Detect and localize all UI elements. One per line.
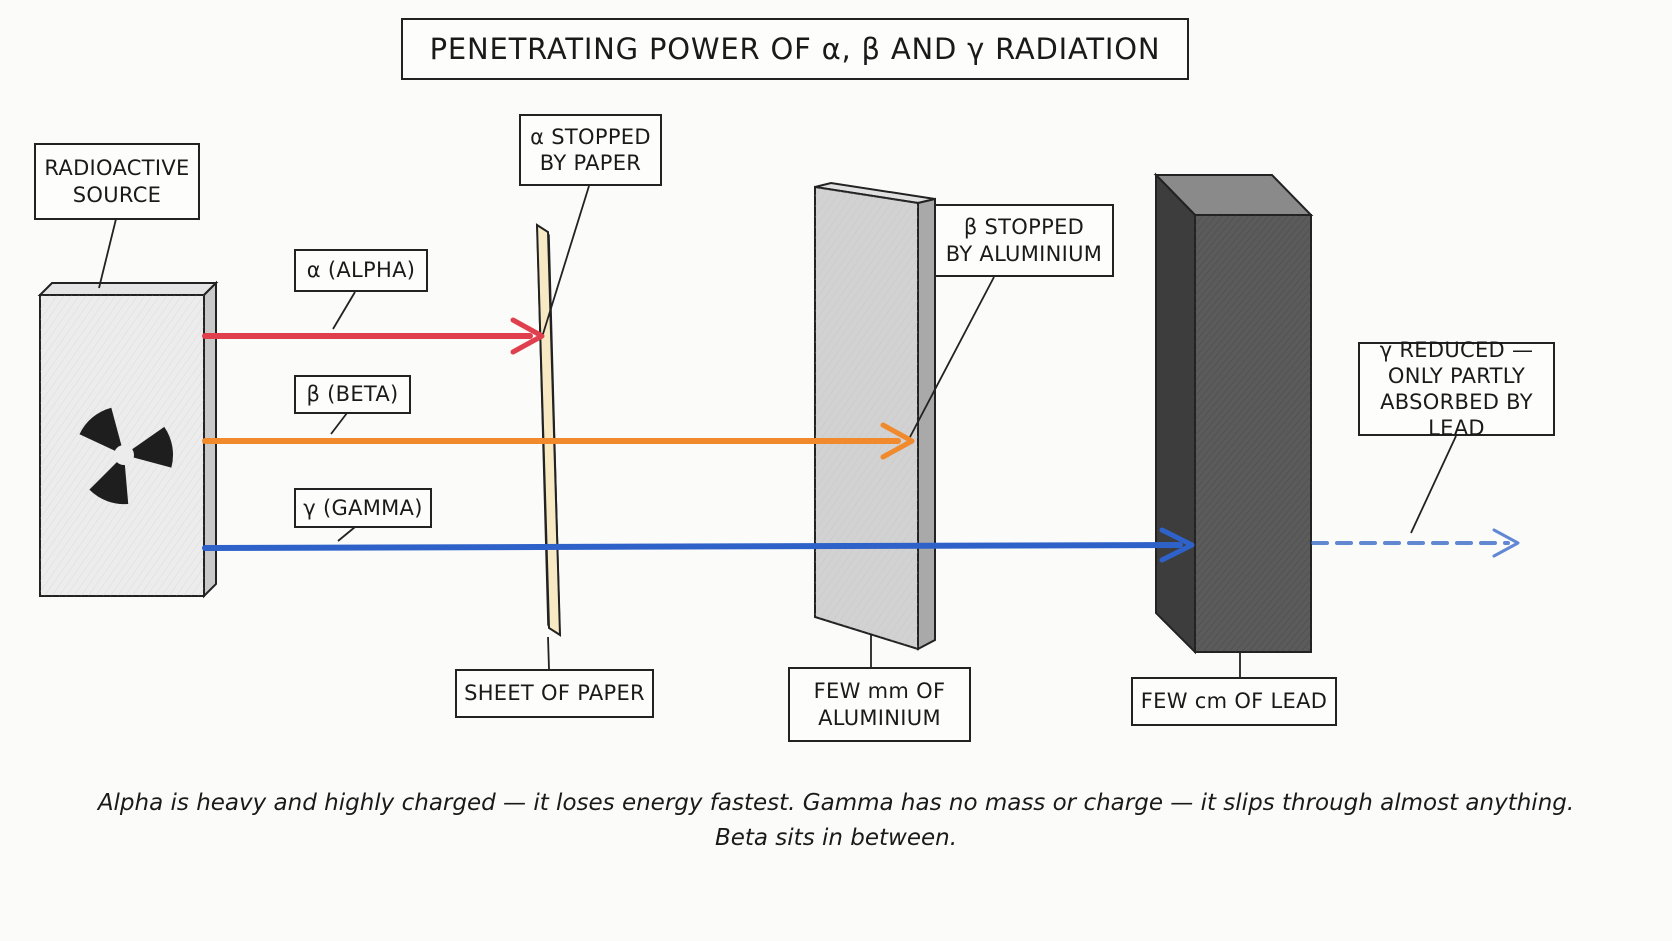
annotation-line: BY ALUMINIUM (945, 241, 1103, 266)
beta-stopped-annotation: β STOPPED BY ALUMINIUM (934, 204, 1114, 277)
alpha-stopped-annotation: α STOPPED BY PAPER (519, 114, 662, 186)
aluminium-label: FEW mm OF ALUMINIUM (788, 667, 971, 742)
annotation-line: BY PAPER (539, 151, 642, 175)
lead-block (1153, 172, 1314, 655)
paper-label: SHEET OF PAPER (455, 669, 654, 718)
radiation-trefoil-icon (79, 407, 173, 505)
beta-label-text: β (BETA) (306, 382, 399, 407)
gamma-label-text: γ (GAMMA) (303, 495, 423, 520)
leader-lines (98, 185, 1457, 677)
lead-label-text: FEW cm OF LEAD (1140, 689, 1328, 714)
annotation-line: ONLY PARTLY (1387, 363, 1526, 388)
gamma-reduced-annotation: γ REDUCED — ONLY PARTLY ABSORBED BY LEAD (1358, 338, 1555, 440)
beta-label: β (BETA) (294, 375, 411, 414)
alpha-label: α (ALPHA) (294, 249, 428, 292)
source-label-line: SOURCE (72, 182, 162, 207)
alpha-label-text: α (ALPHA) (306, 258, 416, 283)
beta-ray (202, 422, 915, 460)
diagram-title: PENETRATING POWER OF α, β AND γ RADIATIO… (401, 18, 1189, 80)
caption: Alpha is heavy and highly charged — it l… (60, 786, 1612, 856)
annotation-line: β STOPPED (963, 215, 1085, 240)
source-label-line: RADIOACTIVE (44, 156, 190, 181)
title-text: PENETRATING POWER OF α, β AND γ RADIATIO… (429, 31, 1161, 66)
aluminium-plate (814, 181, 936, 651)
paper-sheet (535, 223, 562, 637)
radioactive-source (37, 280, 219, 599)
caption-line: Alpha is heavy and highly charged — it l… (97, 790, 1575, 816)
aluminium-label-line: ALUMINIUM (818, 705, 941, 730)
gamma-ray (202, 527, 1520, 563)
source-label: RADIOACTIVE SOURCE (34, 143, 200, 220)
aluminium-label-line: FEW mm OF (813, 679, 946, 704)
caption-line: Beta sits in between. (714, 825, 958, 851)
alpha-ray (202, 317, 545, 355)
gamma-label: γ (GAMMA) (294, 488, 432, 528)
annotation-line: ABSORBED BY LEAD (1380, 390, 1533, 441)
paper-label-text: SHEET OF PAPER (464, 681, 645, 706)
annotation-line: γ REDUCED — (1379, 337, 1534, 362)
lead-label: FEW cm OF LEAD (1131, 677, 1337, 726)
annotation-line: α STOPPED (530, 124, 651, 149)
